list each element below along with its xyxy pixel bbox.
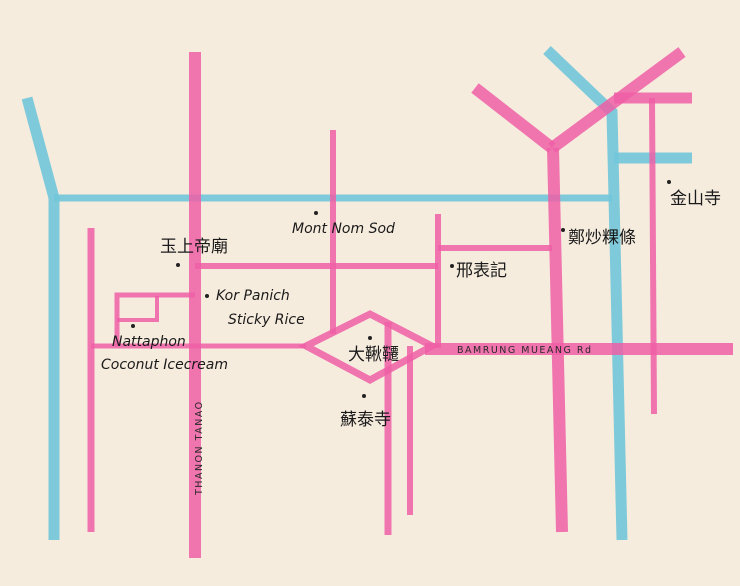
poi-label: 大鞦韆 <box>348 345 399 365</box>
poi-label: 邢表記 <box>456 261 507 281</box>
blue-road-west <box>21 96 60 540</box>
poi-dot <box>314 211 318 215</box>
poi-label: Mont Nom Sod <box>292 221 395 237</box>
poi-label: 玉上帝廟 <box>160 237 228 257</box>
poi-dot <box>368 336 372 340</box>
poi-dot <box>667 180 671 184</box>
pink-road-far-east <box>649 97 657 415</box>
pink-road-y-stem <box>547 147 568 533</box>
poi-dot <box>362 394 366 398</box>
poi-golden-mount[interactable]: 金山寺 <box>667 180 721 209</box>
poi-kor-panich[interactable]: Kor Panich Sticky Rice <box>205 288 305 328</box>
poi-nattaphon[interactable]: Nattaphon Coconut Icecream <box>101 324 228 373</box>
poi-noodle-shop[interactable]: 鄭炒粿條 <box>561 228 636 248</box>
poi-dot <box>450 264 454 268</box>
poi-dot <box>176 263 180 267</box>
poi-label-line1: Kor Panich <box>216 288 290 304</box>
street-label-bamrung-mueang: BAMRUNG MUEANG Rd <box>457 345 593 356</box>
street-label-thanon-tanao: THANON TANAO <box>194 400 205 496</box>
poi-label: 鄭炒粿條 <box>568 228 636 248</box>
poi-dot <box>205 294 209 298</box>
poi-label: 蘇泰寺 <box>340 410 391 430</box>
poi-temple-south[interactable]: 蘇泰寺 <box>340 394 391 430</box>
poi-label-line2: Sticky Rice <box>228 312 305 328</box>
pink-road-y-left <box>471 83 556 153</box>
poi-giant-swing[interactable]: 大鞦韆 <box>348 336 399 365</box>
poi-dot <box>131 324 135 328</box>
poi-label: 金山寺 <box>670 189 721 209</box>
poi-dot <box>561 228 565 232</box>
poi-label-line1: Nattaphon <box>112 334 186 350</box>
pink-roads <box>87 47 733 558</box>
poi-restaurant-right[interactable]: 邢表記 <box>450 261 507 281</box>
poi-label-line2: Coconut Icecream <box>101 357 228 373</box>
poi-mont-nom-sod[interactable]: Mont Nom Sod <box>292 211 395 237</box>
pink-road-small-block-inner <box>117 296 159 322</box>
blue-road-east <box>543 46 628 541</box>
poi-jingjo-temple[interactable]: 玉上帝廟 <box>160 237 228 267</box>
pink-road-small-block <box>114 292 195 346</box>
blue-roads <box>21 46 692 541</box>
